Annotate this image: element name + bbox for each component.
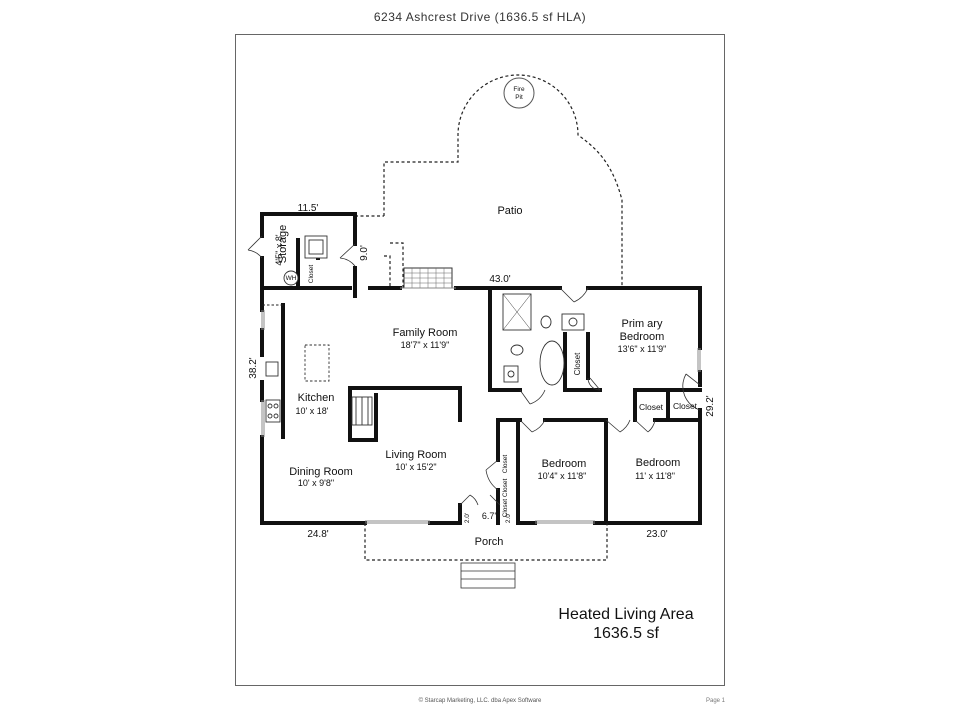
bedroom-3-dimensions: 11' x 11'8": [635, 471, 675, 481]
family-room-label: Family Room: [393, 327, 458, 339]
living-room-label: Living Room: [385, 449, 446, 461]
fire-pit-label-1: Fire: [513, 86, 525, 93]
hall-closet-label-2: Closet Closet: [502, 478, 509, 517]
bath-closet-label: Closet: [573, 352, 582, 375]
measure-top-right: 43.0': [489, 274, 510, 285]
fire-pit-circle: [503, 77, 535, 109]
family-room-dimensions: 18'7" x 11'9": [401, 340, 450, 350]
measure-left-side: 38.2': [248, 357, 259, 378]
water-heater-label: WH: [286, 275, 297, 282]
porch-label: Porch: [475, 536, 504, 548]
primary-bedroom-label-1: Prim ary: [622, 318, 663, 330]
dining-room-dimensions: 10' x 9'8": [298, 478, 334, 488]
windows: [261, 287, 701, 524]
primary-bedroom-label-2: Bedroom: [620, 331, 665, 343]
porch-steps: [460, 562, 516, 589]
measure-hall-width: 6.7': [482, 511, 497, 521]
fixtures: [265, 235, 585, 426]
bedroom-2-label: Bedroom: [542, 458, 587, 470]
patio-label: Patio: [497, 205, 522, 217]
bedroom-2-dimensions: 10'4" x 11'8": [538, 471, 587, 481]
area-value: 1636.5 sf: [593, 625, 659, 642]
measure-bottom-right: 23.0': [646, 529, 667, 540]
patio-outline: [355, 74, 623, 288]
closet-left-label: Closet: [639, 402, 664, 412]
porch-outline: [364, 523, 608, 561]
document-title: 6234 Ashcrest Drive (1636.5 sf HLA): [373, 10, 587, 24]
storage-label: Storage: [277, 225, 289, 264]
storage-dimensions: 4'5" x 8': [274, 234, 284, 265]
page-number: Page 1: [706, 698, 726, 704]
fire-pit-label-2: Pit: [515, 94, 523, 101]
measure-top-left: 11.5': [298, 203, 319, 214]
storage-closet-label: Closet: [308, 265, 315, 284]
living-room-dimensions: 10' x 15'2": [395, 462, 436, 472]
measure-hall-right: 2.0': [505, 513, 512, 523]
door-swings: [247, 235, 701, 506]
bedroom-3-label: Bedroom: [636, 457, 681, 469]
kitchen-dimensions: 10' x 18': [296, 406, 329, 416]
measure-storage-height: 9.0': [359, 245, 370, 261]
measure-right-side: 29.2': [705, 395, 716, 416]
area-heading: Heated Living Area: [558, 606, 693, 623]
copyright-footer: © Starcap Marketing, LLC. dba Apex Softw…: [418, 698, 542, 704]
hall-closet-label-1: Closet: [502, 455, 509, 474]
kitchen-label: Kitchen: [298, 392, 335, 404]
primary-bedroom-dimensions: 13'6" x 11'9": [618, 344, 667, 354]
measure-hall-left: 2.0': [464, 513, 471, 523]
page-frame: [235, 34, 725, 686]
measure-bottom-left: 24.8': [307, 529, 328, 540]
closet-right-label: Closet: [673, 401, 698, 411]
dining-room-label: Dining Room: [289, 466, 353, 478]
